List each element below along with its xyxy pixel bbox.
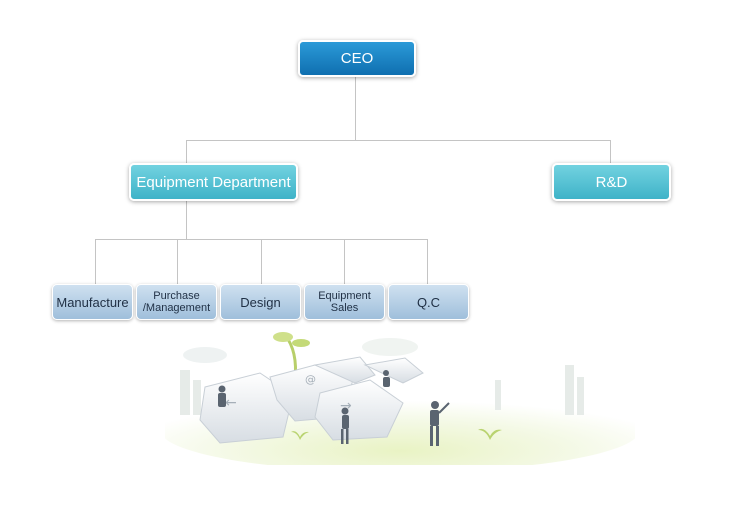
cloud [362, 338, 418, 356]
connector-design [261, 239, 262, 284]
connector-equipment-up [186, 140, 187, 163]
svg-text:←: ← [225, 395, 237, 411]
city-skyline [180, 365, 584, 415]
cloud [183, 347, 227, 363]
manufacture-box: Manufacture [52, 284, 133, 320]
connector-rd-up [610, 140, 611, 163]
sprout-icon [478, 428, 502, 440]
qc-box: Q.C [388, 284, 469, 320]
connector-qc [427, 239, 428, 284]
ceo-box: CEO [298, 40, 416, 77]
connector-level2-horizontal [186, 140, 611, 141]
equipment-department-box: Equipment Department [129, 163, 298, 201]
connector-purchase [177, 239, 178, 284]
equipment-sales-box: Equipment Sales [304, 284, 385, 320]
sprout-icon [291, 431, 309, 440]
purchase-management-box: Purchase /Management [136, 284, 217, 320]
businessman-figure [218, 370, 450, 446]
rd-box: R&D [552, 163, 671, 201]
svg-text:@: @ [305, 373, 316, 386]
connector-manufacture [95, 239, 96, 284]
design-box: Design [220, 284, 301, 320]
connector-equipment-down [186, 201, 187, 239]
connector-ceo-down [355, 77, 356, 140]
keyboard-illustration: ← → @ [165, 332, 635, 465]
connector-sales [344, 239, 345, 284]
